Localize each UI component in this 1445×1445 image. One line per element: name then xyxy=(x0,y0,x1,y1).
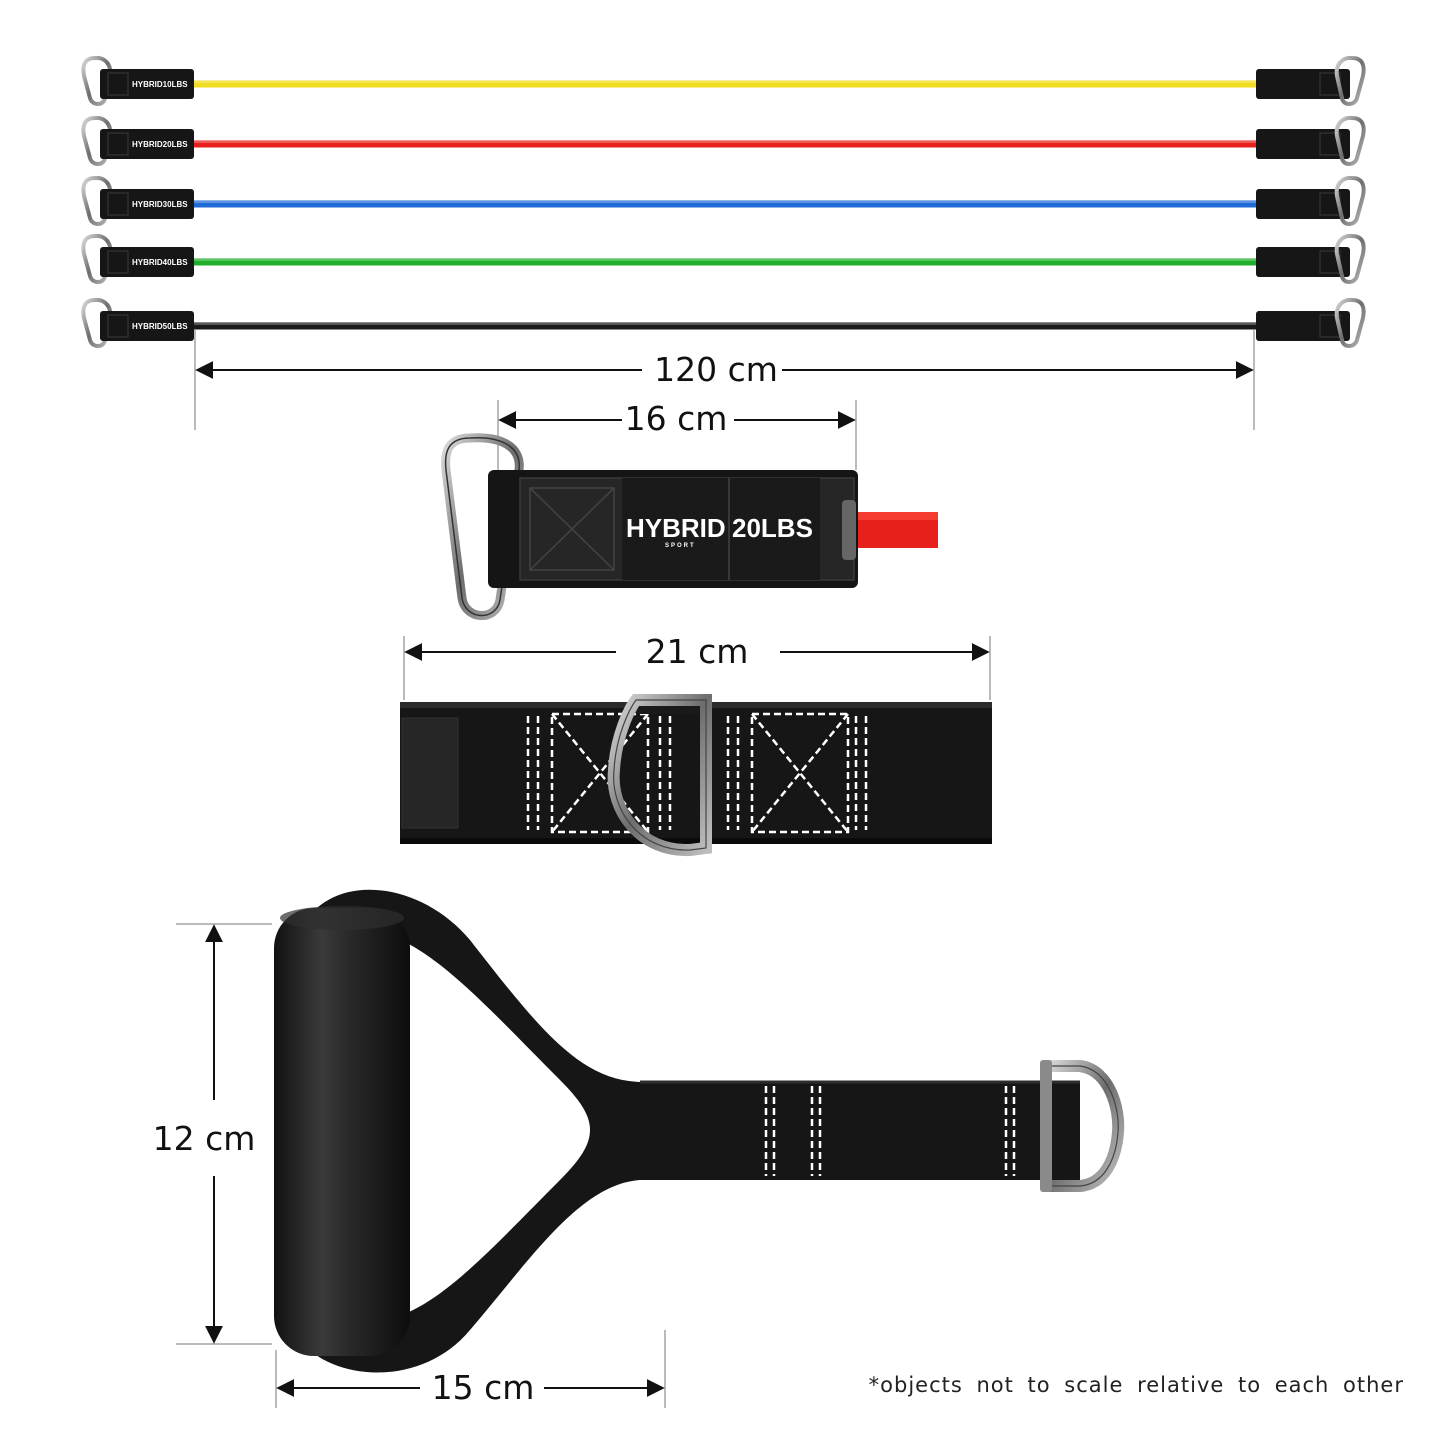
carabiner-icon xyxy=(81,297,113,348)
band-connector: HYBRID SPORT 20LBS xyxy=(441,433,938,620)
resistance-bands-set: HYBRID10LBSHYBRID20LBSHYBRID30LBSHYBRID4… xyxy=(81,55,1366,348)
band-weight: 50LBS xyxy=(163,322,189,331)
carabiner-icon xyxy=(81,233,113,284)
d-ring-icon xyxy=(607,694,712,857)
handle-height-dimension: 12 cm xyxy=(153,923,272,1345)
carabiner-icon xyxy=(1334,175,1366,226)
band-row: HYBRID10LBS xyxy=(81,55,1366,106)
carabiner-icon xyxy=(1334,55,1366,106)
exercise-handle xyxy=(274,889,1125,1373)
band-brand: HYBRID xyxy=(132,322,163,331)
carabiner-icon xyxy=(81,55,113,106)
band-label: HYBRID50LBS xyxy=(132,322,188,331)
band-label: HYBRID10LBS xyxy=(132,80,188,89)
connector-length-label: 16 cm xyxy=(625,399,728,438)
band-brand: HYBRID xyxy=(132,140,163,149)
band-label: HYBRID30LBS xyxy=(132,200,188,209)
band-row: HYBRID20LBS xyxy=(81,115,1366,166)
band-brand: HYBRID xyxy=(132,80,163,89)
band-weight: 30LBS xyxy=(163,200,189,209)
carabiner-icon xyxy=(81,115,113,166)
carabiner-icon xyxy=(1334,115,1366,166)
connector-brand: HYBRID xyxy=(626,513,726,543)
carabiner-icon xyxy=(441,433,524,620)
foam-grip xyxy=(274,908,410,1356)
connector-weight: 20LBS xyxy=(732,513,813,543)
band-length-label: 120 cm xyxy=(654,350,778,389)
band-brand: HYBRID xyxy=(132,200,163,209)
ankle-strap-dimension: 21 cm xyxy=(403,632,991,700)
scale-disclaimer-note: *objects not to scale relative to each o… xyxy=(869,1373,1404,1397)
band-weight: 10LBS xyxy=(163,80,189,89)
band-length-dimension: 120 cm xyxy=(194,330,1255,430)
band-weight: 40LBS xyxy=(163,258,189,267)
band-row: HYBRID50LBS xyxy=(81,297,1366,348)
band-row: HYBRID30LBS xyxy=(81,175,1366,226)
handle-width-label: 15 cm xyxy=(432,1368,535,1407)
ankle-strap xyxy=(400,694,992,857)
band-label: HYBRID20LBS xyxy=(132,140,188,149)
band-label: HYBRID40LBS xyxy=(132,258,188,267)
band-weight: 20LBS xyxy=(163,140,189,149)
band-row: HYBRID40LBS xyxy=(81,233,1366,284)
ankle-strap-length-label: 21 cm xyxy=(646,632,749,671)
connector-sub-brand: SPORT xyxy=(665,543,696,549)
carabiner-icon xyxy=(81,175,113,226)
handle-width-dimension: 15 cm xyxy=(275,1330,666,1408)
connector-length-dimension: 16 cm xyxy=(497,399,857,470)
band-brand: HYBRID xyxy=(132,258,163,267)
carabiner-icon xyxy=(1334,297,1366,348)
handle-d-ring-icon xyxy=(1040,1060,1125,1192)
handle-height-label: 12 cm xyxy=(153,1119,256,1158)
carabiner-icon xyxy=(1334,233,1366,284)
